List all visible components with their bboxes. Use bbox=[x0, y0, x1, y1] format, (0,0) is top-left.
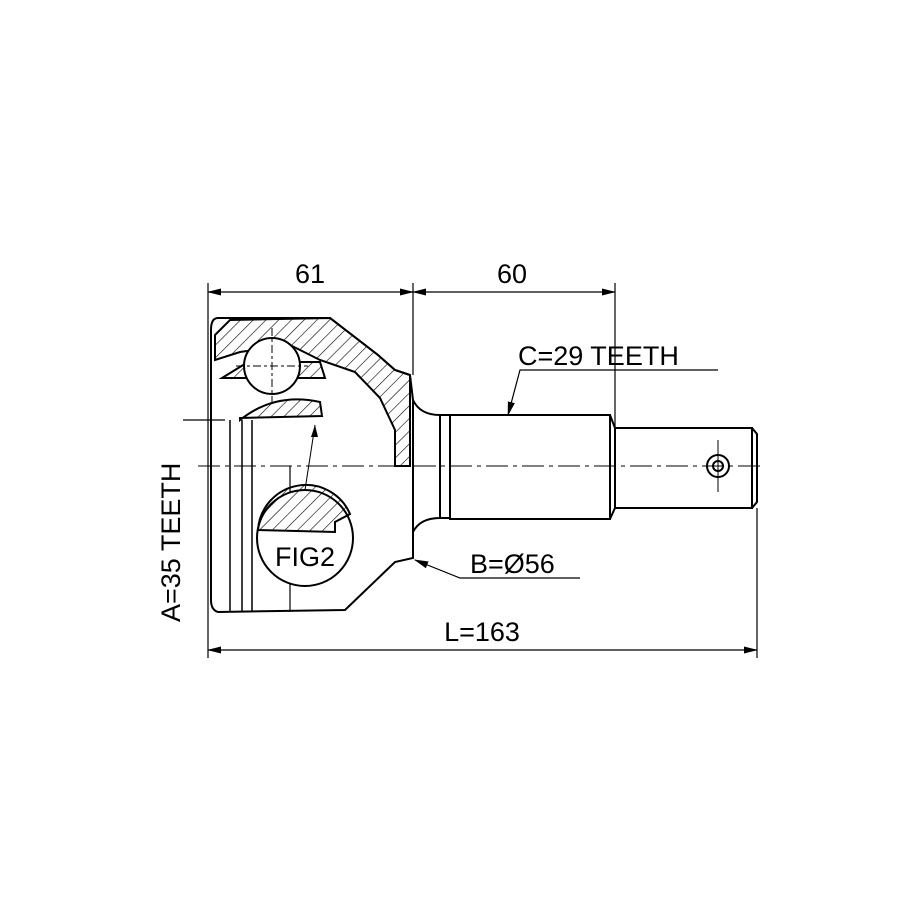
shaft-spline bbox=[449, 414, 611, 520]
inner-race bbox=[239, 398, 324, 423]
shaft-end-chamfer bbox=[751, 427, 758, 509]
inner-spline-label: A=35 TEETH bbox=[156, 463, 186, 622]
shaft-thread bbox=[614, 427, 753, 509]
abs-diameter-label: B=Ø56 bbox=[470, 549, 555, 579]
fig2-label: FIG2 bbox=[275, 542, 335, 572]
leader-c bbox=[507, 369, 718, 417]
outer-spline-label: C=29 TEETH bbox=[518, 341, 679, 371]
dim-60-label: 60 bbox=[497, 259, 527, 289]
neck bbox=[412, 399, 450, 533]
shaft-step bbox=[609, 414, 616, 520]
leader-b bbox=[413, 559, 580, 579]
dim-61-label: 61 bbox=[295, 259, 325, 289]
fig2-leader-arrow bbox=[311, 425, 318, 437]
dim-L-label: L=163 bbox=[444, 617, 520, 647]
